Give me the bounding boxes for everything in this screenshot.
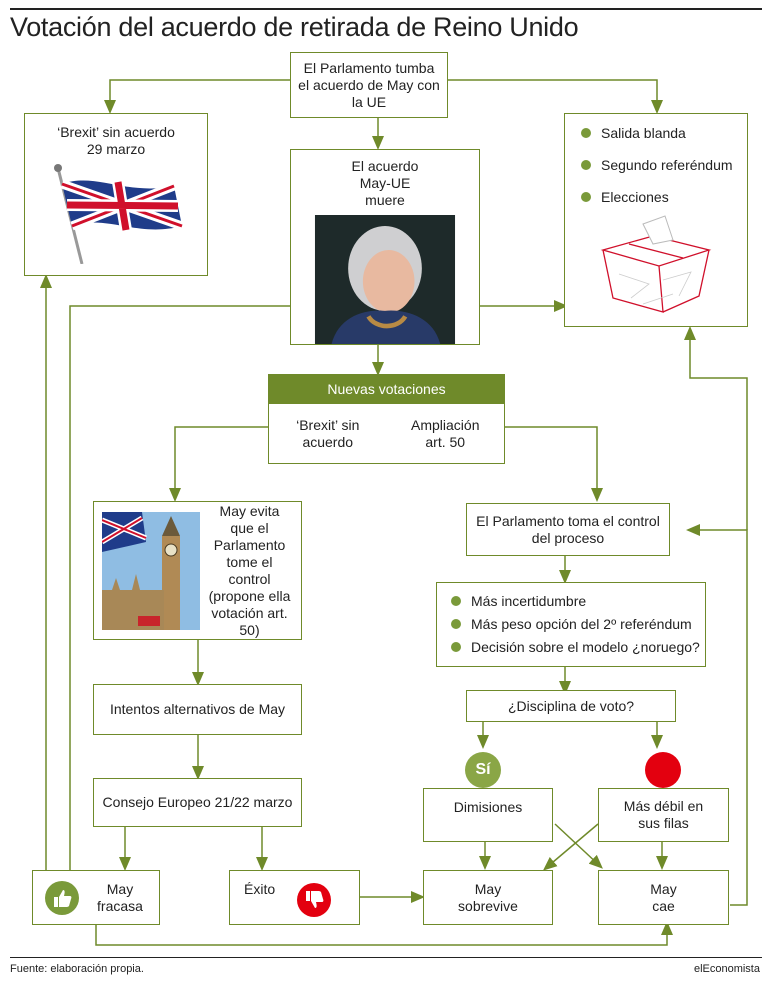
box-parlamento-control-label: El Parlamento toma el control del proces… (476, 512, 660, 546)
outcomes-list: Salida blanda Segundo referéndum Eleccio… (575, 125, 733, 206)
consequences-list: Más incertidumbre Más peso opción del 2º… (445, 593, 700, 656)
no-circle (645, 752, 681, 788)
box-dimisiones: Dimisiones (423, 788, 553, 842)
page-title: Votación del acuerdo de retirada de Rein… (10, 12, 579, 42)
box-disciplina: ¿Disciplina de voto? (466, 690, 676, 722)
box-exito-label: Éxito (244, 881, 276, 897)
box-dimisiones-label: Dimisiones (453, 799, 523, 815)
outcome-label: Elecciones (601, 189, 669, 205)
box-may-sobrevive: May sobrevive (423, 870, 553, 925)
bullet-dot (451, 619, 461, 629)
bullet-dot (581, 128, 591, 138)
box-exito: Éxito (229, 870, 360, 925)
box-may-cae-label: May cae (650, 880, 677, 914)
consequence-label: Decisión sobre el modelo ¿noruego? (471, 639, 700, 655)
union-jack-flag-icon (54, 164, 184, 264)
box-intentos-alternativos: Intentos alternativos de May (93, 684, 302, 735)
box-brexit-sin-acuerdo: ‘Brexit’ sin acuerdo 29 marzo (24, 113, 208, 276)
outcome-label: Salida blanda (601, 125, 686, 141)
box-parlamento-tumba: El Parlamento tumba el acuerdo de May co… (290, 52, 448, 118)
box-mas-debil: Más débil en sus filas (598, 788, 729, 842)
consequence-item: Más incertidumbre (445, 593, 700, 610)
option-brexit-label: ‘Brexit’ sin acuerdo (296, 416, 360, 450)
box-may-evita: May evita que el Parlamento tome el cont… (93, 501, 302, 640)
box-may-fracasa-label: May fracasa (97, 880, 143, 914)
box-brexit-sin-acuerdo-label: ‘Brexit’ sin acuerdo 29 marzo (57, 124, 175, 157)
footer-rule (10, 957, 762, 958)
bullet-dot (451, 642, 461, 652)
box-outcomes: Salida blanda Segundo referéndum Eleccio… (564, 113, 748, 327)
consequence-label: Más peso opción del 2º referéndum (471, 616, 692, 632)
outcome-item: Elecciones (575, 189, 733, 206)
box-may-fracasa: May fracasa (32, 870, 160, 925)
consequence-item: Más peso opción del 2º referéndum (445, 616, 700, 633)
consequence-label: Más incertidumbre (471, 593, 587, 609)
title-rule (10, 8, 762, 10)
outcome-label: Segundo referéndum (601, 157, 733, 173)
thumbs-down-icon (297, 883, 332, 917)
box-may-evita-label: May evita que el Parlamento tome el cont… (208, 502, 291, 638)
outcome-item: Salida blanda (575, 125, 733, 142)
box-parlamento-control: El Parlamento toma el control del proces… (466, 503, 670, 556)
box-may-cae: May cae (598, 870, 729, 925)
si-label: Sí (475, 761, 491, 778)
box-mas-debil-label: Más débil en sus filas (623, 798, 704, 831)
bullet-dot (581, 192, 591, 202)
thumbs-up-icon (45, 880, 79, 915)
ballot-box-icon (600, 215, 712, 313)
bullet-dot (581, 160, 591, 170)
nuevas-votaciones-label: Nuevas votaciones (327, 381, 446, 397)
consequence-item: Decisión sobre el modelo ¿noruego? (445, 639, 700, 656)
box-disciplina-label: ¿Disciplina de voto? (507, 697, 635, 714)
si-circle: Sí (465, 752, 501, 788)
box-acuerdo-muere: El acuerdo May-UE muere (290, 149, 480, 345)
footer-brand: elEconomista (693, 963, 760, 975)
bullet-dot (451, 596, 461, 606)
footer-source: Fuente: elaboración propia. (10, 963, 144, 975)
box-consequences: Más incertidumbre Más peso opción del 2º… (436, 582, 706, 667)
box-nuevas-votaciones-options: ‘Brexit’ sin acuerdo Ampliación art. 50 (268, 404, 505, 464)
box-consejo-europeo: Consejo Europeo 21/22 marzo (93, 778, 302, 827)
box-consejo-label: Consejo Europeo 21/22 marzo (102, 794, 293, 810)
big-ben-photo (102, 511, 200, 630)
box-may-sobrevive-label: May sobrevive (458, 880, 518, 914)
box-parlamento-tumba-label: El Parlamento tumba el acuerdo de May co… (298, 59, 440, 110)
option-ampliacion-label: Ampliación art. 50 (411, 416, 480, 450)
box-intentos-label: Intentos alternativos de May (109, 701, 286, 717)
nuevas-votaciones-header: Nuevas votaciones (268, 374, 505, 404)
box-acuerdo-muere-label: El acuerdo May-UE muere (351, 158, 419, 208)
portrait-photo (314, 215, 456, 344)
outcome-item: Segundo referéndum (575, 157, 733, 174)
